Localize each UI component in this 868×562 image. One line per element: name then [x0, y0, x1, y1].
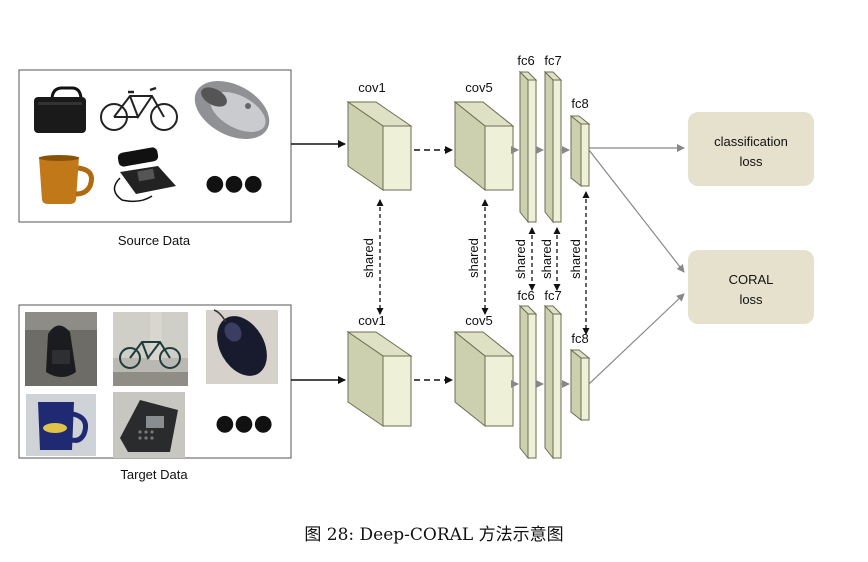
source-data-panel: ●●●	[18, 69, 292, 223]
backpack-photo	[25, 312, 97, 386]
bottom-fc7-block	[543, 304, 563, 460]
top-cov5-block	[453, 100, 515, 192]
source-data-label: Source Data	[118, 233, 191, 248]
computer-mouse-icon	[194, 81, 270, 139]
bicycle-icon	[100, 86, 178, 131]
coral-loss-line2: loss	[739, 292, 763, 307]
top-fc7-label: fc7	[544, 53, 561, 68]
top-fc8-label: fc8	[571, 96, 588, 111]
mouse-photo	[206, 309, 278, 384]
bottom-cov5-label: cov5	[465, 313, 492, 328]
briefcase-icon	[34, 86, 86, 133]
bottom-cov5-block	[453, 330, 515, 428]
bottom-fc8-block	[569, 348, 591, 422]
top-cov1-block	[346, 101, 413, 191]
classification-loss-line2: loss	[739, 154, 763, 169]
top-cov5-label: cov5	[465, 80, 492, 95]
bottom-fc6-block	[518, 304, 538, 460]
shared-fc6-label: shared	[513, 239, 528, 279]
top-fc6-block	[518, 70, 538, 224]
telephone-photo	[113, 392, 185, 458]
bottom-cov1-label: cov1	[358, 313, 385, 328]
target-ellipsis: ●●●	[215, 411, 273, 436]
target-data-label: Target Data	[120, 467, 188, 482]
shared-fc7-label: shared	[539, 239, 554, 279]
bicycle-photo	[113, 312, 188, 386]
classification-loss-box: classification loss	[688, 112, 814, 186]
coral-loss-line1: CORAL	[729, 272, 774, 287]
target-data-panel: ●●●	[18, 304, 292, 459]
telephone-icon	[113, 147, 176, 203]
coral-loss-box: CORAL loss	[688, 250, 814, 324]
top-fc7-block	[543, 70, 563, 224]
shared-cov1-label: shared	[361, 238, 376, 278]
loss-connections	[588, 144, 685, 385]
mug-photo	[26, 394, 96, 456]
top-fc8-block	[569, 114, 591, 188]
shared-cov5-label: shared	[466, 238, 481, 278]
bottom-fc7-label: fc7	[544, 288, 561, 303]
bottom-cov1-block	[346, 331, 413, 427]
shared-fc8-label: shared	[568, 239, 583, 279]
top-fc6-label: fc6	[517, 53, 534, 68]
classification-loss-line1: classification	[714, 134, 788, 149]
mug-icon	[39, 155, 94, 204]
source-ellipsis: ●●●	[205, 171, 263, 196]
top-cov1-label: cov1	[358, 80, 385, 95]
figure-caption: 图 28: Deep-CORAL 方法示意图	[304, 525, 564, 545]
bottom-fc6-label: fc6	[517, 288, 534, 303]
